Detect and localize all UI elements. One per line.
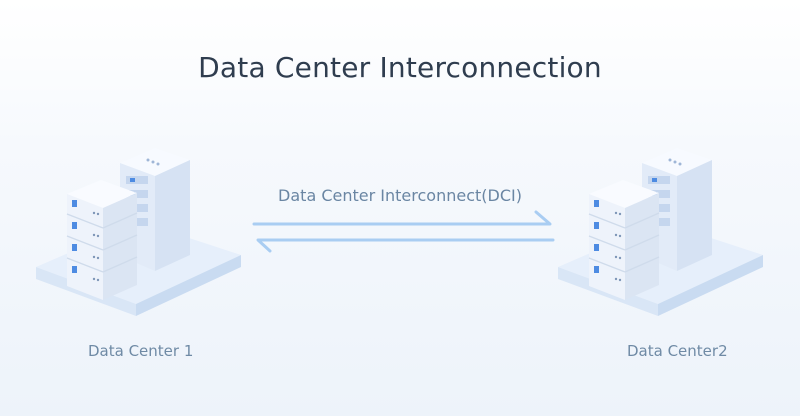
diagram-title: Data Center Interconnection	[198, 51, 602, 84]
dci-link-arrows	[252, 210, 555, 253]
data-center-1-label: Data Center 1	[88, 342, 194, 360]
dci-link-label: Data Center Interconnect(DCI)	[278, 186, 522, 205]
arrow-right-icon	[252, 210, 552, 226]
data-center-2-label: Data Center2	[627, 342, 728, 360]
data-center-1-illustration	[36, 147, 241, 316]
data-center-2-illustration	[558, 147, 763, 316]
arrow-left-icon	[256, 238, 555, 253]
